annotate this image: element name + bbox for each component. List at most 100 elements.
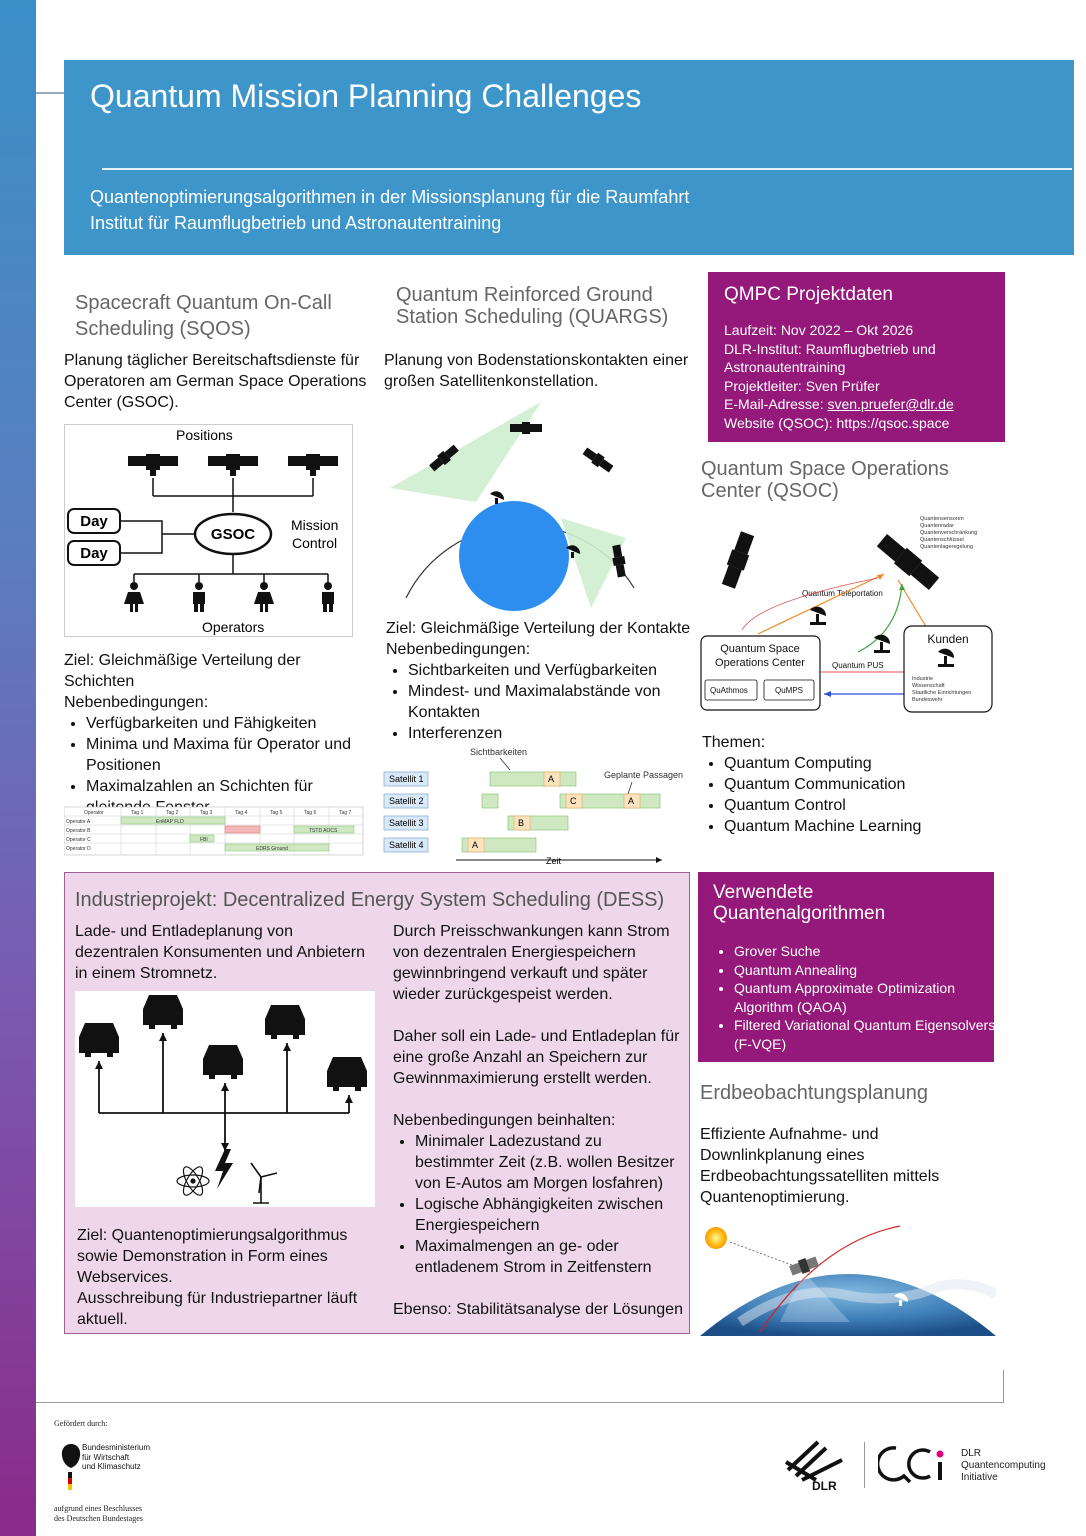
- qsoc-diagram: Quantensensoren Quantenradar Quantenvers…: [700, 516, 993, 713]
- dess-panel: Industrieprojekt: Decentralized Energy S…: [64, 872, 690, 1334]
- pass-box: [565, 793, 583, 809]
- ground-station-icon: [566, 545, 581, 558]
- car-icon: [79, 1023, 119, 1057]
- operator-icon-2: [193, 582, 205, 612]
- table-header: Tag 6: [304, 810, 316, 816]
- pass-box: [513, 815, 531, 831]
- qsoc-title: Quantum Space Operations Center (QSOC): [701, 458, 949, 502]
- qsoc-node-label-2: Operations Center: [715, 657, 805, 669]
- qmpc-institute: DLR-Institut: Raumflugbetrieb und: [724, 340, 936, 357]
- ministry-line-1: Bundesministerium: [82, 1443, 151, 1452]
- federal-eagle-logo: [61, 1444, 81, 1490]
- operator-icon-3: [254, 582, 274, 612]
- sqos-title: Spacecraft Quantum On-Call Scheduling (S…: [75, 290, 332, 342]
- table-header: Tag 7: [339, 810, 351, 816]
- list-item: Quantum Annealing: [734, 961, 996, 980]
- quargs-goal: Ziel: Gleichmäßige Verteilung der Kontak…: [386, 618, 696, 744]
- satellite-icon: [510, 422, 542, 434]
- dess-right-column: Durch Preisschwankungen kann Strom von d…: [393, 921, 683, 1320]
- sensor-label: Quantenlageregelung: [920, 544, 973, 550]
- car-icon: [143, 995, 183, 1029]
- ministry-line-3: und Klimaschutz: [82, 1462, 141, 1471]
- pus-label: Quantum PUS: [832, 661, 884, 670]
- list-item: Maximalmengen an ge- oder entladenem Str…: [415, 1236, 683, 1278]
- operator-icon-4: [322, 582, 334, 612]
- satellite-icon: [612, 544, 626, 578]
- dess-constraints-label: Nebenbedingungen beinhalten:: [393, 1112, 616, 1129]
- visibility-cone: [561, 518, 626, 608]
- email-label: E-Mail-Adresse:: [724, 396, 828, 412]
- sensor-label: Quantenradar: [920, 523, 954, 529]
- sqos-schedule-table: Operator Tag 1 Tag 2 Tag 3 Tag 4 Tag 5 T…: [64, 806, 364, 856]
- lightning-icon: [215, 1149, 233, 1189]
- table-row: Operator D: [66, 846, 91, 852]
- satellite-icon-3: [288, 454, 338, 476]
- ground-station-icon: [490, 491, 505, 504]
- topics-list: Quantum Computing Quantum Communication …: [702, 753, 1002, 837]
- qci-line-1: DLR: [961, 1448, 982, 1459]
- bundestag-resolution: aufgrund eines Beschlusses des Deutschen…: [54, 1504, 143, 1524]
- orbit-track: [759, 1225, 901, 1333]
- quargs-intro: Planung von Bodenstationskontakten einer…: [384, 352, 689, 390]
- sqos-constraint-list: Verfügbarkeiten und Fähigkeiten Minima u…: [64, 713, 374, 818]
- dess-goal: Ziel: Quantenoptimierungsalgorithmus sow…: [77, 1225, 377, 1330]
- planned-passes-label: Geplante Passagen: [604, 770, 683, 780]
- list-item: Quantum Machine Learning: [724, 816, 1002, 837]
- car-icon: [327, 1057, 367, 1091]
- list-item: Grover Suche: [734, 942, 996, 961]
- sensor-label: Quantensensoren: [920, 516, 964, 522]
- quargs-orbit-diagram: [390, 402, 635, 611]
- footer-rule-vertical: [1003, 1370, 1004, 1403]
- mission-control-label-1: Mission: [291, 517, 338, 533]
- sqos-intro: Planung täglicher Bereitschaftsdienste f…: [64, 352, 367, 411]
- customer-label: Bundeswehr: [912, 697, 943, 703]
- header-rule: [102, 168, 1072, 170]
- list-item: Quantum Approximate Optimization Algorit…: [734, 979, 996, 1016]
- subtitle-line-2: Institut für Raumflugbetrieb und Astrona…: [90, 213, 502, 233]
- car-icon: [265, 1005, 305, 1039]
- sun-icon: [705, 1227, 727, 1249]
- satellite-icon: [876, 534, 940, 590]
- satellite-row-label: [383, 793, 429, 809]
- earth-text: Effiziente Aufnahme- und Downlinkplanung…: [700, 1126, 940, 1206]
- qsoc-topics: Themen: Quantum Computing Quantum Commun…: [702, 732, 1002, 837]
- dess-title: Industrieprojekt: Decentralized Energy S…: [75, 889, 665, 911]
- dess-tender-text: Ausschreibung für Industriepartner läuft…: [77, 1290, 358, 1328]
- table-row: Operator B: [66, 828, 91, 834]
- qmpc-body: Laufzeit: Nov 2022 – Okt 2026 DLR-Instit…: [724, 321, 999, 432]
- qci-name: DLR Quantencomputing Initiative: [961, 1448, 1046, 1484]
- table-header: Tag 1: [131, 810, 143, 816]
- algorithms-title-line-2: Quantenalgorithmen: [713, 903, 886, 924]
- quathmos-node: [704, 679, 758, 701]
- quargs-constraints-label: Nebenbedingungen:: [386, 641, 531, 658]
- schedule-bar-label: EnMAP FLD: [156, 819, 184, 825]
- quargs-title: Quantum Reinforced Ground Station Schedu…: [396, 284, 668, 328]
- satellite-row-label: [383, 771, 429, 787]
- customer-label: Wissenschaft: [912, 683, 945, 689]
- resolution-line-2: des Deutschen Bundestages: [54, 1514, 143, 1523]
- schedule-bar-label: EDRS Ground: [256, 846, 288, 852]
- table-header: Tag 3: [200, 810, 212, 816]
- customer-label: Industrie: [912, 676, 933, 682]
- email-link[interactable]: sven.pruefer@dlr.de: [827, 396, 954, 412]
- ministry-line-2: für Wirtschaft: [82, 1452, 130, 1462]
- algorithms-list: Grover Suche Quantum Annealing Quantum A…: [712, 942, 996, 1053]
- dlr-wordmark: DLR: [812, 1479, 837, 1492]
- qsoc-title-line-2: Center (QSOC): [701, 480, 839, 502]
- ministry-name: Bundesministerium für Wirtschaft und Kli…: [82, 1443, 150, 1472]
- sqos-goal-line: Ziel: Gleichmäßige Verteilung der Schich…: [64, 652, 301, 690]
- dess-goal-text: Ziel: Quantenoptimierungsalgorithmus sow…: [77, 1227, 348, 1286]
- schedule-bar-label: FBI: [200, 837, 208, 843]
- ground-station-icon: [810, 606, 827, 625]
- logo-divider: [864, 1442, 865, 1488]
- qci-line-2: Quantencomputing: [961, 1460, 1046, 1471]
- wind-turbine-icon: [250, 1162, 278, 1204]
- quargs-title-line-1: Quantum Reinforced Ground: [396, 284, 653, 306]
- table-header: Operator: [84, 810, 104, 816]
- algorithms-title-line-1: Verwendete: [713, 882, 814, 903]
- sensor-label: Quantenverschränkung: [920, 530, 977, 536]
- satellite-icon: [582, 447, 614, 473]
- list-item: Minima und Maxima für Operator und Posit…: [86, 734, 374, 776]
- sqos-constraints-label: Nebenbedingungen:: [64, 694, 209, 711]
- satellite-row-label: [383, 837, 429, 853]
